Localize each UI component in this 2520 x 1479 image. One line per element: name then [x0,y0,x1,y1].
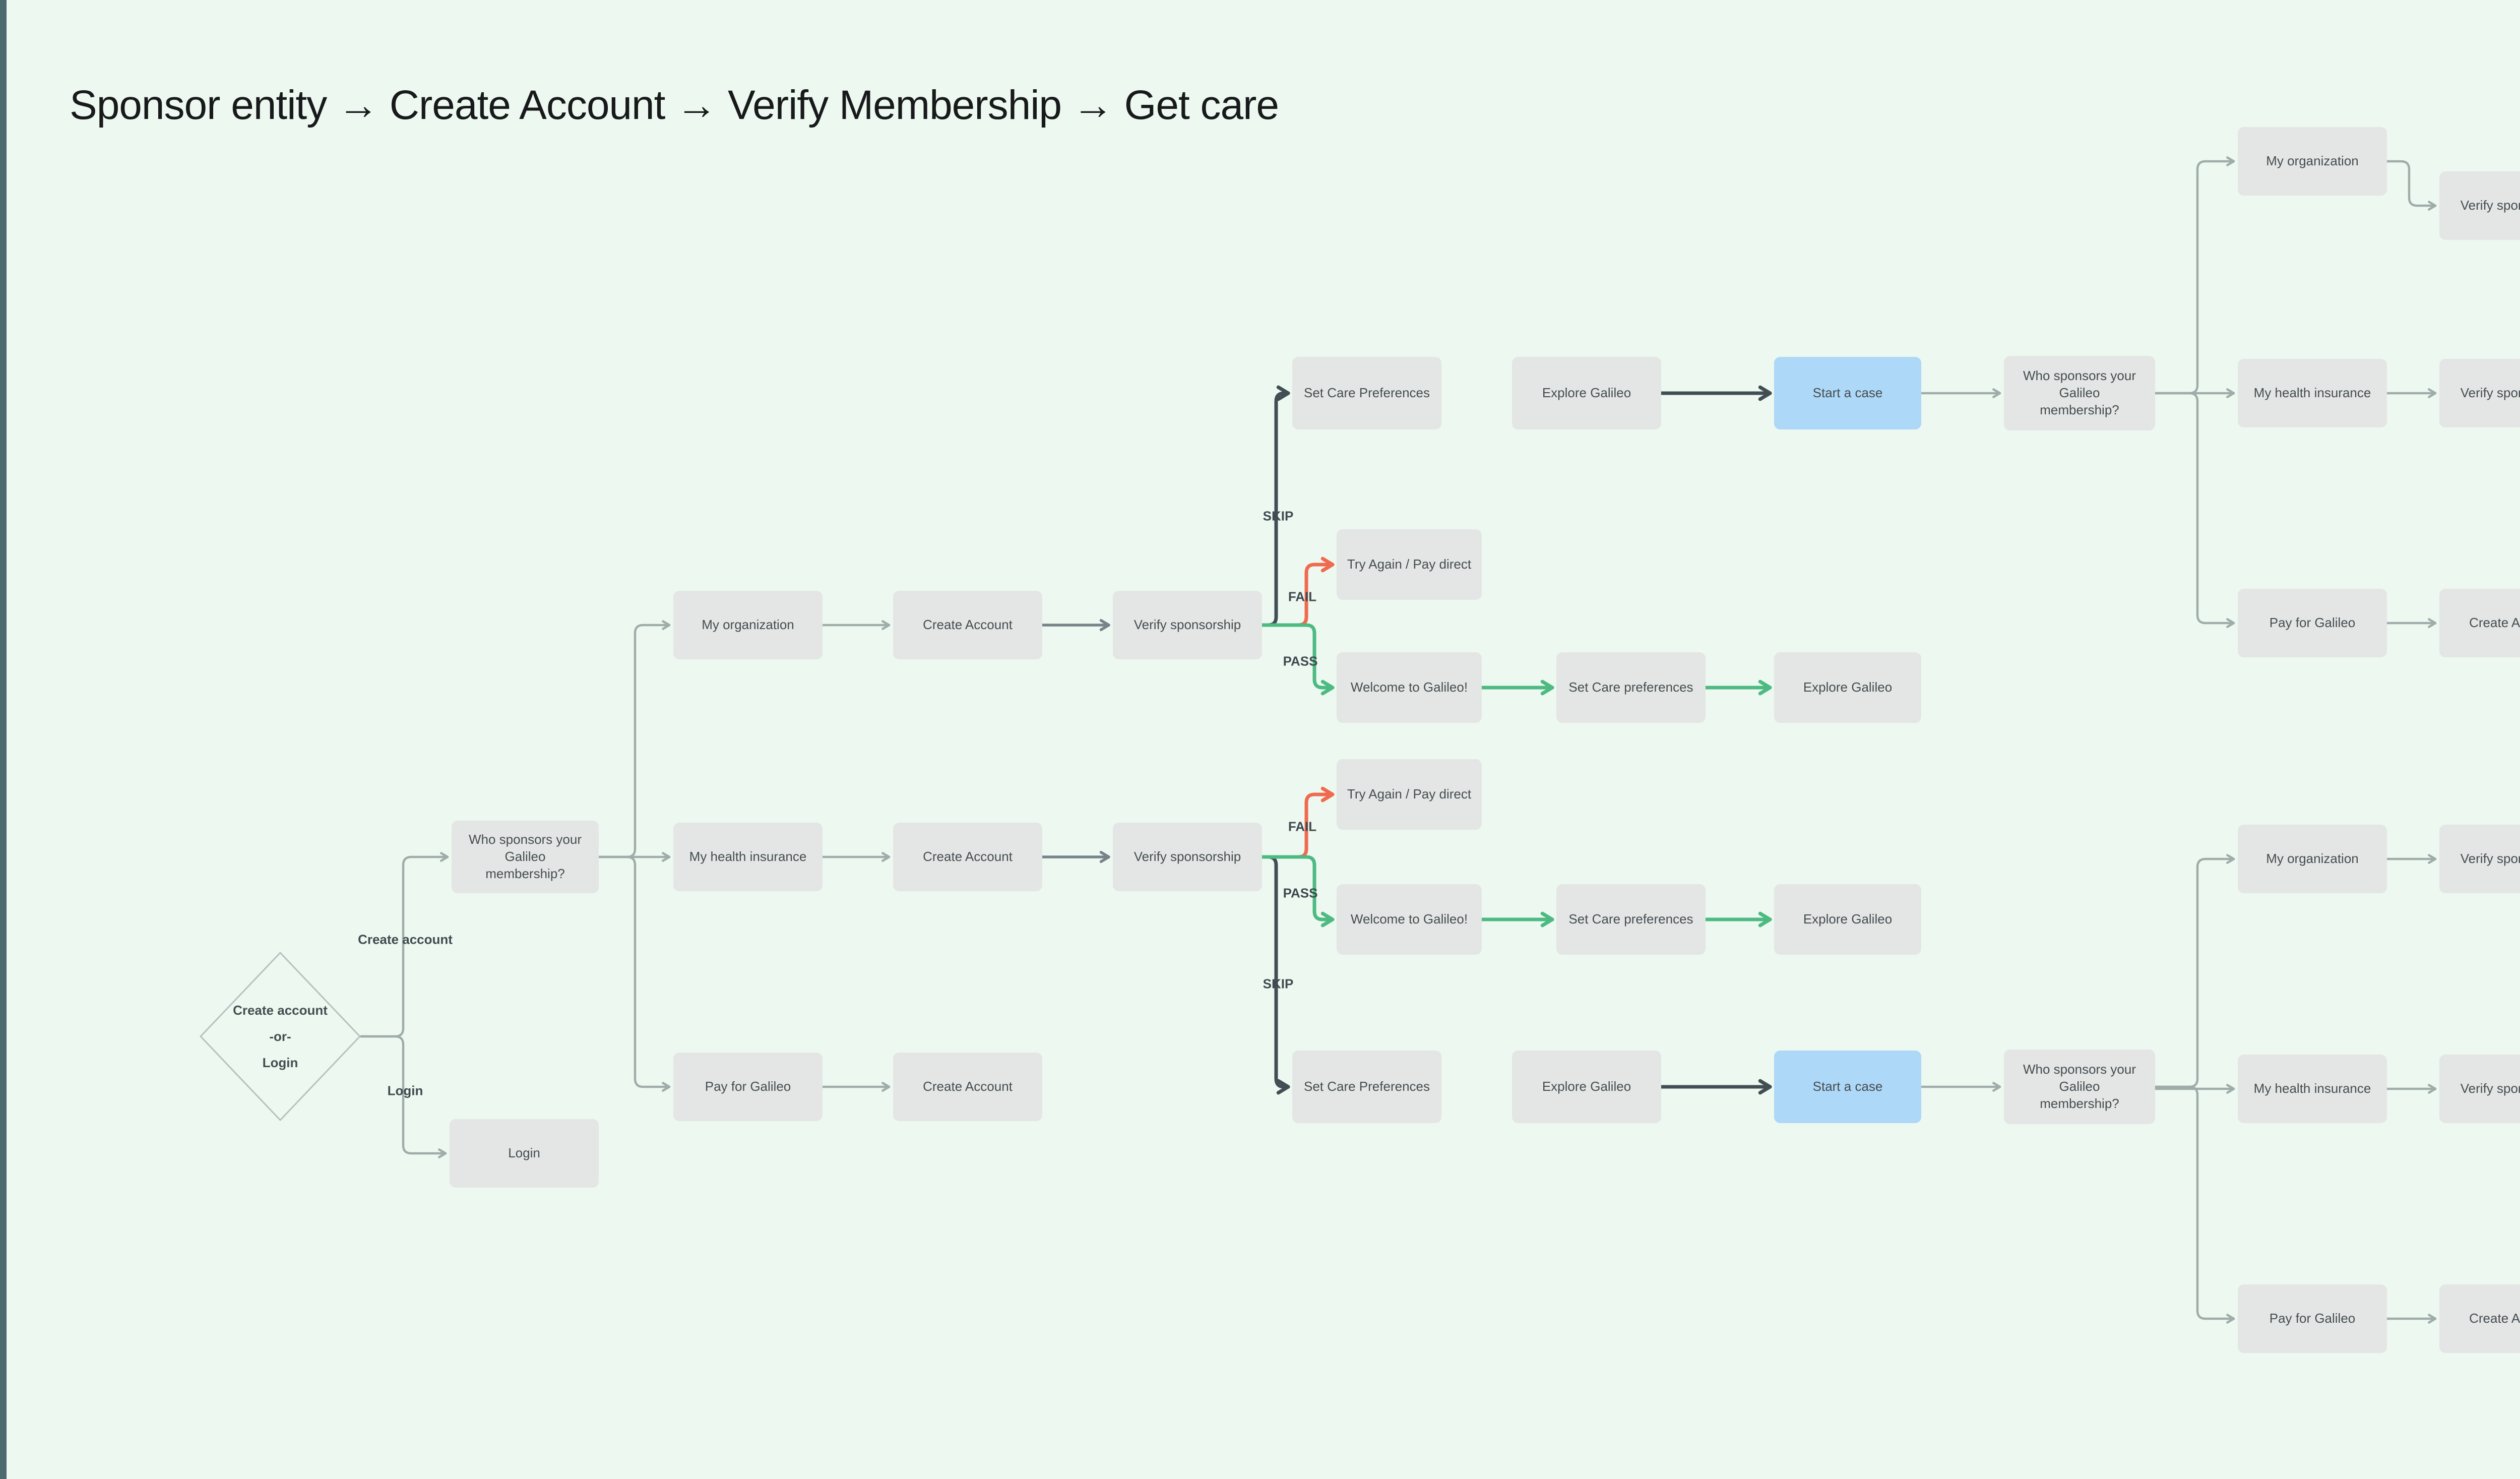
connector-label-pass: PASS [1283,885,1318,901]
node-explore-galileo-1[interactable]: Explore Galileo [1774,652,1921,723]
node-create-account-b3[interactable]: Create Account [2439,1284,2520,1353]
node-my-organization-top-label: My organization [2266,153,2359,169]
node-who-sponsors-bottom-label: Who sponsors your Galileo membership? [2023,1062,2136,1111]
node-create-account-1-label: Create Account [923,617,1013,633]
node-try-again-pay-direct-1-label: Try Again / Pay direct [1347,557,1472,572]
node-create-account-2[interactable]: Create Account [893,823,1042,891]
node-pay-for-galileo-1-label: Pay for Galileo [705,1079,791,1094]
node-my-health-insurance-bottom[interactable]: My health insurance [2238,1055,2387,1123]
node-set-care-preferences-1-label: Set Care preferences [1568,680,1693,695]
node-set-care-preferences-2-label: Set Care preferences [1568,911,1693,927]
node-create-account-1[interactable]: Create Account [893,591,1042,659]
node-set-care-preferences-top[interactable]: Set Care Preferences [1292,357,1441,429]
connector-gray [2154,392,2235,628]
node-explore-galileo-2[interactable]: Explore Galileo [1774,884,1921,955]
node-my-health-insurance-1[interactable]: My health insurance [673,823,823,891]
node-try-again-pay-direct-1[interactable]: Try Again / Pay direct [1337,529,1482,600]
node-verify-sponsorship-t1-label: Verify sponsorship [2460,198,2520,213]
node-create-account-3[interactable]: Create Account [893,1053,1042,1121]
node-my-health-insurance-top-label: My health insurance [2253,385,2371,401]
connector-green [1260,623,1335,696]
node-set-care-preferences-bottom-label: Set Care Preferences [1303,1079,1430,1094]
node-start-a-case-bottom-label: Start a case [1812,1079,1883,1094]
node-my-health-insurance-bottom-label: My health insurance [2253,1081,2371,1096]
node-explore-galileo-2-label: Explore Galileo [1803,911,1893,927]
node-set-care-preferences-2[interactable]: Set Care preferences [1556,884,1706,955]
connector-gray [597,620,671,858]
node-my-organization-top[interactable]: My organization [2238,127,2387,196]
node-set-care-preferences-1[interactable]: Set Care preferences [1556,652,1706,723]
connector-gray [2154,1085,2235,1324]
node-my-organization-1[interactable]: My organization [673,591,823,659]
node-login-label: Login [508,1145,540,1161]
node-start-a-case-top[interactable]: Start a case [1774,357,1921,429]
node-explore-galileo-bottom[interactable]: Explore Galileo [1512,1051,1661,1123]
connector-label-fail: FAIL [1288,589,1317,604]
node-create-account-t3-label: Create Account [2469,615,2520,631]
node-my-health-insurance-top[interactable]: My health insurance [2238,359,2387,427]
node-login[interactable]: Login [450,1119,599,1188]
node-my-organization-bottom[interactable]: My organization [2238,825,2387,893]
node-who-sponsors-left-label: Who sponsors your Galileo membership? [469,832,582,881]
node-create-account-t3[interactable]: Create Account [2439,589,2520,657]
node-verify-sponsorship-1-label: Verify sponsorship [1133,617,1241,633]
node-create-account-3-label: Create Account [923,1079,1013,1094]
node-start-a-case-bottom[interactable]: Start a case [1774,1051,1921,1123]
connector-green [1260,855,1335,928]
node-try-again-pay-direct-2[interactable]: Try Again / Pay direct [1337,759,1482,830]
node-who-sponsors-bottom[interactable]: Who sponsors your Galileo membership? [2004,1050,2155,1124]
connector-gray [359,1035,447,1158]
node-verify-sponsorship-b2[interactable]: Verify sponsorship [2439,1055,2520,1123]
node-verify-sponsorship-b2-label: Verify sponsorship [2460,1081,2520,1096]
node-set-care-preferences-bottom[interactable]: Set Care Preferences [1292,1051,1441,1123]
node-verify-sponsorship-1[interactable]: Verify sponsorship [1113,591,1262,659]
node-create-account-b3-label: Create Account [2469,1311,2520,1326]
node-my-organization-1-label: My organization [702,617,794,633]
node-pay-for-galileo-1[interactable]: Pay for Galileo [673,1053,823,1121]
node-pay-for-galileo-bottom[interactable]: Pay for Galileo [2238,1284,2387,1353]
node-create-account-2-label: Create Account [923,849,1013,865]
connector-label-skip: SKIP [1263,508,1294,524]
diagram-title: Sponsor entity → Create Account → Verify… [70,82,1279,128]
connector-label-login: Login [387,1083,423,1098]
node-try-again-pay-direct-2-label: Try Again / Pay direct [1347,786,1472,802]
node-explore-galileo-top-label: Explore Galileo [1542,385,1631,401]
node-explore-galileo-bottom-label: Explore Galileo [1542,1079,1631,1094]
node-welcome-to-galileo-1[interactable]: Welcome to Galileo! [1337,652,1482,723]
node-verify-sponsorship-t2[interactable]: Verify sponsorship [2439,359,2520,427]
decision-diamond-shape [200,952,361,1121]
node-pay-for-galileo-top[interactable]: Pay for Galileo [2238,589,2387,657]
node-explore-galileo-top[interactable]: Explore Galileo [1512,357,1661,429]
node-welcome-to-galileo-2-label: Welcome to Galileo! [1350,911,1468,927]
node-pay-for-galileo-bottom-label: Pay for Galileo [2269,1311,2356,1326]
connector-label-pass: PASS [1283,653,1318,669]
node-verify-sponsorship-b1[interactable]: Verify sponsorship [2439,825,2520,893]
node-verify-sponsorship-2[interactable]: Verify sponsorship [1113,823,1262,891]
connector-gray [2154,854,2235,1088]
connector-label-fail: FAIL [1288,819,1317,834]
node-set-care-preferences-top-label: Set Care Preferences [1303,385,1430,401]
node-welcome-to-galileo-2[interactable]: Welcome to Galileo! [1337,884,1482,955]
node-verify-sponsorship-t1[interactable]: Verify sponsorship [2439,171,2520,240]
node-welcome-to-galileo-1-label: Welcome to Galileo! [1350,680,1468,695]
decision-create-or-login[interactable]: Create account -or- Login [200,952,361,1121]
connector-gray [2154,156,2235,395]
connector-label-create-account: Create account [358,932,453,947]
node-explore-galileo-1-label: Explore Galileo [1803,680,1893,695]
node-verify-sponsorship-b1-label: Verify sponsorship [2460,851,2520,867]
node-verify-sponsorship-2-label: Verify sponsorship [1133,849,1241,865]
node-who-sponsors-top[interactable]: Who sponsors your Galileo membership? [2004,356,2155,430]
node-pay-for-galileo-top-label: Pay for Galileo [2269,615,2356,631]
node-who-sponsors-top-label: Who sponsors your Galileo membership? [2023,368,2136,417]
node-my-health-insurance-1-label: My health insurance [689,849,807,865]
connector-label-skip: SKIP [1263,976,1294,992]
node-verify-sponsorship-t2-label: Verify sponsorship [2460,385,2520,401]
node-who-sponsors-left[interactable]: Who sponsors your Galileo membership? [452,821,599,893]
node-start-a-case-top-label: Start a case [1812,385,1883,401]
connector-gray [597,855,671,1092]
connector-gray [2385,160,2437,211]
canvas-left-edge [0,0,7,1479]
node-my-organization-bottom-label: My organization [2266,851,2359,867]
